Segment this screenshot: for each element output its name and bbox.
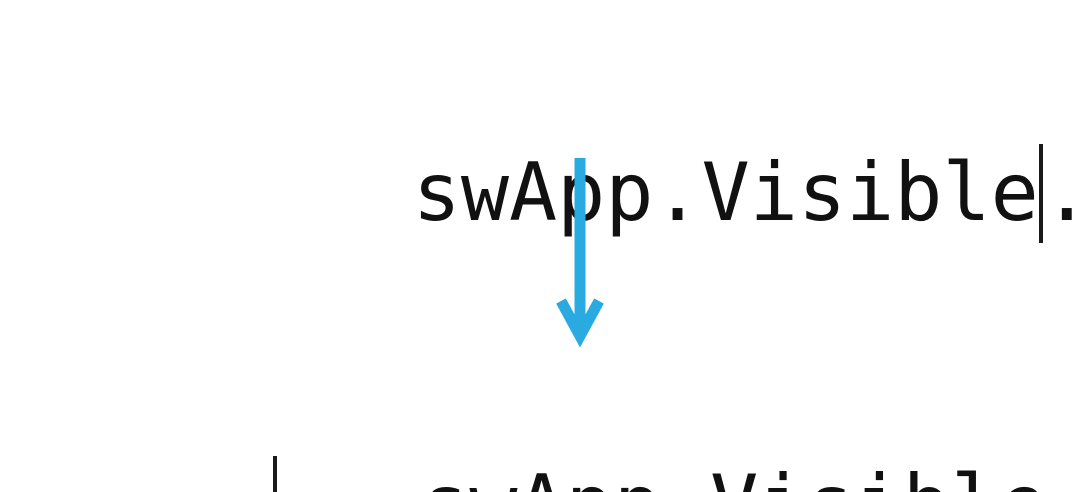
code-text-before-caret: swApp.Visible	[412, 146, 1039, 239]
down-arrow-icon	[556, 158, 604, 348]
code-line-before: swApp.Visible..va	[220, 43, 1080, 343]
code-text-after-caret: ..	[1043, 146, 1080, 239]
code-text-result: = swApp.Visible	[277, 458, 1047, 492]
text-caret-icon	[272, 456, 277, 492]
text-caret-icon	[1038, 144, 1043, 243]
code-line-after: = swApp.Visible	[80, 355, 1047, 492]
down-arrow-head	[556, 298, 604, 348]
